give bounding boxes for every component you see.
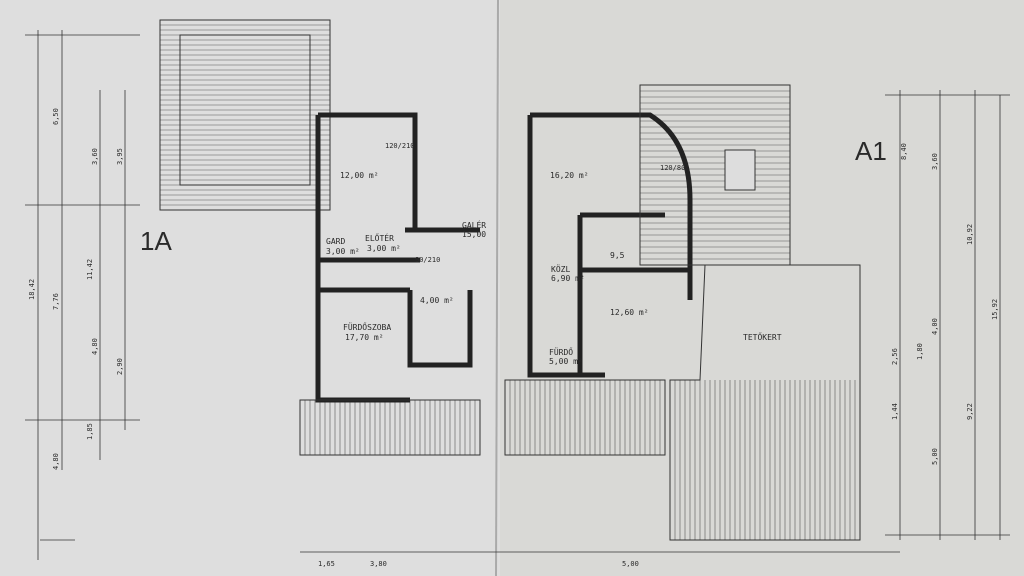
- dimension-label: 9,22: [966, 403, 974, 420]
- room-name: FÜRDŐ: [549, 347, 573, 357]
- left-sheet: [0, 0, 500, 576]
- dimension-label: 18,42: [28, 279, 36, 300]
- room-area: 5,00 m²: [549, 357, 583, 366]
- left-terrace-hatch: [299, 399, 481, 456]
- section-mark-right: A1: [855, 136, 887, 166]
- roof-garden-outline: [669, 264, 861, 541]
- right-dimension-lines: [885, 90, 1010, 540]
- room-area: 4,00 m²: [420, 296, 454, 305]
- dimension-label: 2,90: [116, 358, 124, 375]
- door-label: 90/210: [415, 256, 440, 264]
- dimension-label: 10,92: [966, 224, 974, 245]
- room-area: 6,90 m²: [551, 274, 585, 283]
- room-area: 3,00 m²: [326, 247, 360, 256]
- right-sheet: [500, 0, 1024, 576]
- room-area: 12,60 m²: [610, 308, 649, 317]
- dimension-label: 5,00: [931, 448, 939, 465]
- left-dimension-lines: [25, 30, 140, 560]
- skylight: [724, 149, 756, 191]
- dimension-label: 1,44: [891, 403, 899, 420]
- dimension-label: 5,00: [622, 560, 639, 568]
- dimension-label: 2,56: [891, 348, 899, 365]
- dimension-label: 6,50: [52, 108, 60, 125]
- room-name: FÜRDŐSZOBA: [343, 322, 391, 332]
- dimension-label: 1,85: [86, 423, 94, 440]
- dimension-label: 15,92: [991, 299, 999, 320]
- room-area: 12,00 m²: [340, 171, 379, 180]
- door-label: 120/80: [660, 164, 685, 172]
- dimension-label: 3,95: [116, 148, 124, 165]
- sheet-fold: [495, 0, 499, 576]
- left-dimension-labels: 18,42 7,76 11,42 6,50 3,60 3,95 4,80 2,9…: [28, 108, 387, 568]
- dimension-label: 3,80: [370, 560, 387, 568]
- room-name: TETŐKERT: [743, 332, 782, 342]
- room-area: 17,70 m²: [345, 333, 384, 342]
- dimension-label: 1,80: [916, 343, 924, 360]
- room-area: 9,5: [610, 251, 625, 260]
- dimension-label: 7,76: [52, 293, 60, 310]
- room-area: 15,00: [462, 230, 486, 239]
- section-mark-left: 1A: [140, 226, 172, 256]
- right-dimension-labels: 15,92 10,92 9,22 8,40 5,00 4,00 3,60 2,5…: [622, 143, 999, 568]
- dimension-label: 3,60: [91, 148, 99, 165]
- room-area: 3,00 m²: [367, 244, 401, 253]
- dimension-label: 4,80: [52, 453, 60, 470]
- right-walls: [527, 112, 693, 378]
- room-name: KÖZL: [551, 264, 570, 274]
- dimension-label: 1,65: [318, 560, 335, 568]
- dimension-label: 11,42: [86, 259, 94, 280]
- dimension-label: 4,80: [91, 338, 99, 355]
- dimension-label: 3,60: [931, 153, 939, 170]
- door-label: 120/210: [385, 142, 415, 150]
- room-name: GALÉR: [462, 219, 486, 230]
- right-terrace-hatch: [504, 379, 666, 456]
- dimension-label: 4,00: [931, 318, 939, 335]
- room-name: ELŐTÉR: [365, 232, 394, 243]
- dimension-label: 8,40: [900, 143, 908, 160]
- room-area: 16,20 m²: [550, 171, 589, 180]
- room-name: GARD: [326, 237, 345, 246]
